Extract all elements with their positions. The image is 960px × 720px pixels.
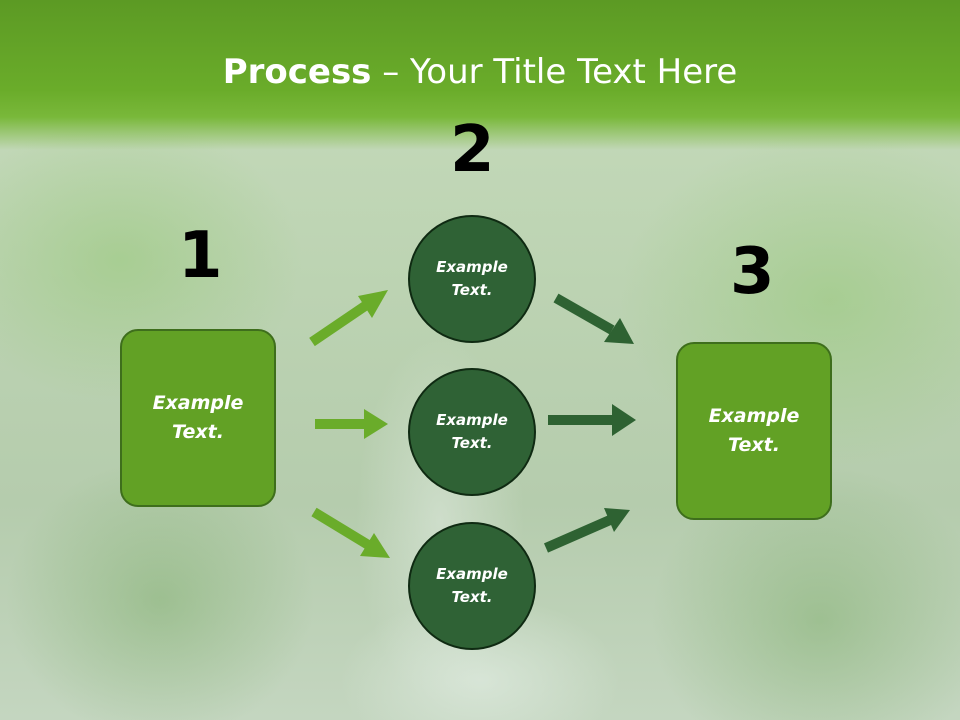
circle-middle-text: Example Text. bbox=[436, 411, 508, 452]
circle-top: Example Text. bbox=[408, 215, 536, 343]
step-number-2: 2 bbox=[450, 113, 495, 187]
step-number-3: 3 bbox=[730, 235, 775, 309]
step-box-3: Example Text. bbox=[676, 342, 832, 520]
step-box-1-text: Example Text. bbox=[152, 392, 244, 443]
circle-bottom: Example Text. bbox=[408, 522, 536, 650]
arrow-circle-bottom-to-box3 bbox=[543, 508, 630, 553]
circle-top-text: Example Text. bbox=[436, 258, 508, 299]
arrow-box1-to-circle-bottom bbox=[311, 507, 390, 558]
arrow-circle-mid-to-box3 bbox=[548, 404, 636, 436]
title-bold: Process bbox=[222, 52, 372, 92]
arrow-box1-to-circle-mid bbox=[315, 409, 388, 439]
arrow-box1-to-circle-top bbox=[309, 290, 388, 347]
title-rest: – Your Title Text Here bbox=[371, 52, 738, 92]
slide-title: Process – Your Title Text Here bbox=[0, 52, 960, 92]
circle-bottom-text: Example Text. bbox=[436, 565, 508, 606]
title-bar bbox=[0, 0, 960, 150]
step-box-1: Example Text. bbox=[120, 329, 276, 507]
step-number-1: 1 bbox=[178, 219, 223, 293]
step-box-3-text: Example Text. bbox=[708, 405, 800, 456]
circle-middle: Example Text. bbox=[408, 368, 536, 496]
arrow-circle-top-to-box3 bbox=[553, 293, 634, 344]
